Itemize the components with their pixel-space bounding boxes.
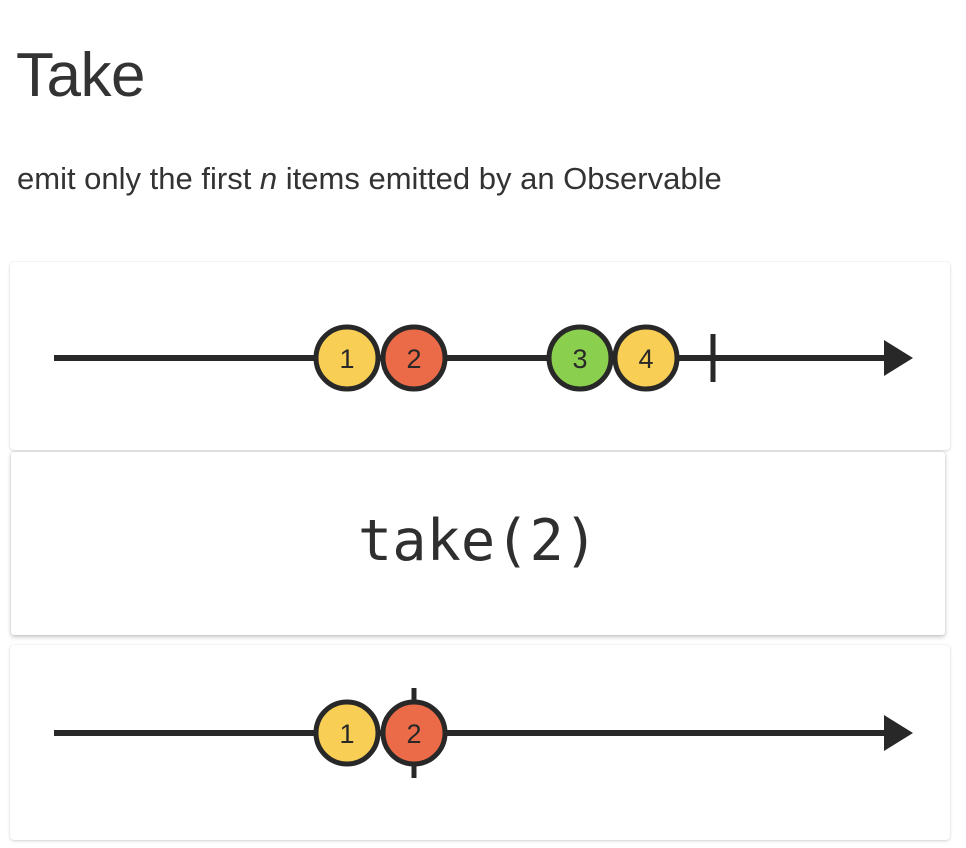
marble-label: 1 <box>339 719 354 749</box>
description-variable: n <box>259 161 278 196</box>
result-observable-panel: 1 2 <box>10 645 950 840</box>
page-title: Take <box>16 40 145 110</box>
marble-label: 3 <box>572 344 587 374</box>
marble-item: 2 <box>380 699 448 767</box>
timeline-arrowhead <box>884 715 913 751</box>
marble-circle <box>546 324 614 392</box>
marble-item: 1 <box>313 324 381 392</box>
operator-box: take(2) <box>11 452 945 635</box>
timeline-arrowhead <box>884 340 913 376</box>
source-timeline-svg: 1 2 3 4 <box>54 324 913 392</box>
source-observable-panel: 1 2 3 4 <box>10 262 950 450</box>
marble-item: 2 <box>380 324 448 392</box>
marble-item: 1 <box>313 699 381 767</box>
marble-circle <box>313 699 381 767</box>
marble-item: 3 <box>546 324 614 392</box>
operator-label: take(2) <box>357 508 599 574</box>
marble-circle <box>313 324 381 392</box>
page-description: emit only the first n items emitted by a… <box>17 159 827 200</box>
description-prefix: emit only the first <box>17 161 260 196</box>
result-timeline-svg: 1 2 <box>54 688 913 778</box>
marble-label: 1 <box>339 344 354 374</box>
marble-label: 2 <box>406 719 421 749</box>
marble-circle <box>612 324 680 392</box>
marble-circle <box>380 699 448 767</box>
marble-item: 4 <box>612 324 680 392</box>
marble-circle <box>380 324 448 392</box>
description-suffix: items emitted by an Observable <box>277 161 722 196</box>
marble-label: 2 <box>406 344 421 374</box>
marble-label: 4 <box>638 344 653 374</box>
